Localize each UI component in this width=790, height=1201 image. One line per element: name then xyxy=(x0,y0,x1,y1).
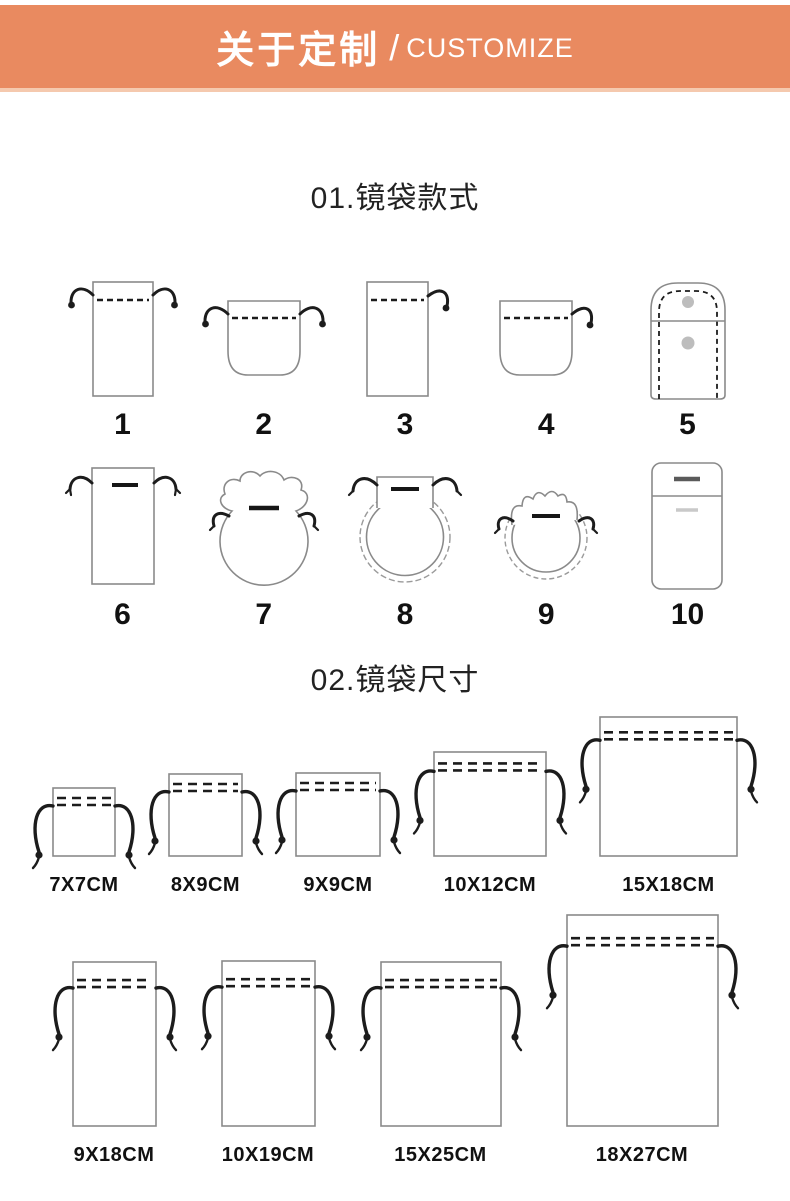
bag-style-7-figure xyxy=(198,458,330,594)
bag-style-6-number: 6 xyxy=(114,598,131,631)
banner-divider: / xyxy=(389,26,400,68)
bag-style-9-figure xyxy=(485,458,607,594)
bag-style-10: 10 xyxy=(620,458,755,632)
size-8x9-label: 8X9CM xyxy=(170,874,241,896)
size-10x19: 10X19CM xyxy=(196,958,341,1170)
bag-style-4-figure xyxy=(488,274,604,404)
size-9x9-label: 9X9CM xyxy=(303,874,373,896)
size-9x18-label: 9X18CM xyxy=(73,1144,155,1166)
bag-style-2: 2 xyxy=(196,274,331,442)
bag-style-5: 5 xyxy=(620,274,755,442)
size-8x9-figure xyxy=(147,773,264,857)
size-15x18: 15X18CM xyxy=(574,714,763,900)
drawstring-bag-tall-icon xyxy=(67,281,178,397)
size-15x25: 15X25CM xyxy=(355,959,527,1170)
bag-style-8-figure xyxy=(338,458,472,594)
bag-style-4: 4 xyxy=(479,274,614,442)
drawstring-bag-round-bottom-single-cord-icon xyxy=(499,300,594,376)
bag-style-3-number: 3 xyxy=(396,408,414,441)
size-10x19-figure xyxy=(200,960,336,1127)
size-18x27: 18X27CM xyxy=(541,912,744,1170)
bag-style-7: 7 xyxy=(196,458,331,632)
bag-styles-row-2: 6 7 xyxy=(0,458,790,632)
bag-style-10-number: 10 xyxy=(670,598,705,631)
bag-sizes-row-1: 7X7CM 8X9CM 9X9CM 10X12CM 15X18CM xyxy=(0,714,790,900)
size-10x12-figure xyxy=(412,751,568,857)
size-9x9-figure xyxy=(274,772,402,857)
size-9x9: 9X9CM xyxy=(270,770,406,900)
bag-style-2-figure xyxy=(200,274,328,404)
round-pouch-scalloped-ring-icon xyxy=(347,476,463,583)
section-sizes-title: 02.镜袋尺寸 xyxy=(310,664,480,697)
bag-style-1-number: 1 xyxy=(114,408,131,441)
size-15x25-label: 15X25CM xyxy=(394,1144,487,1166)
banner-title-chinese: 关于定制 xyxy=(216,30,381,72)
bag-style-8-number: 8 xyxy=(396,598,414,631)
bag-style-1: 1 xyxy=(55,274,190,442)
round-pouch-scalloped-top-icon xyxy=(494,490,599,580)
bag-style-9: 9 xyxy=(479,458,614,632)
flat-bag-side-cords-icon xyxy=(64,467,181,585)
customize-banner: 关于定制 / CUSTOMIZE xyxy=(0,5,790,92)
size-10x12-label: 10X12CM xyxy=(443,874,537,896)
bag-style-3-figure xyxy=(355,274,455,404)
bag-style-3: 3 xyxy=(338,274,473,442)
size-15x18-figure xyxy=(578,716,759,857)
bag-style-4-number: 4 xyxy=(537,408,555,441)
size-18x27-figure xyxy=(545,914,739,1127)
bag-style-5-number: 5 xyxy=(679,408,696,441)
bag-style-2-number: 2 xyxy=(255,408,273,441)
drawstring-bag-tall-single-cord-icon xyxy=(366,281,450,397)
round-pouch-ruffled-top-icon xyxy=(208,470,319,586)
bag-style-7-number: 7 xyxy=(255,598,273,631)
size-15x25-figure xyxy=(359,961,522,1127)
bag-styles-row-1: 1 2 3 xyxy=(0,274,790,442)
size-9x18: 9X18CM xyxy=(47,959,182,1170)
snap-button-pouch-icon xyxy=(649,282,726,400)
glasses-case-icon xyxy=(650,462,723,590)
bag-style-10-figure xyxy=(642,458,734,594)
size-7x7-label: 7X7CM xyxy=(49,874,119,896)
size-10x12: 10X12CM xyxy=(408,749,572,900)
size-15x18-label: 15X18CM xyxy=(622,874,715,896)
bag-style-8: 8 xyxy=(338,458,473,632)
bag-style-6: 6 xyxy=(55,458,190,632)
bag-style-6-figure xyxy=(63,458,183,594)
bag-style-5-figure xyxy=(642,274,734,404)
bag-sizes-row-2: 9X18CM 10X19CM 15X25CM 18X27CM xyxy=(0,912,790,1170)
bag-style-9-number: 9 xyxy=(537,598,555,631)
size-7x7-figure xyxy=(31,787,137,870)
banner-title-english: CUSTOMIZE xyxy=(406,33,574,63)
size-7x7: 7X7CM xyxy=(27,785,141,900)
size-10x19-label: 10X19CM xyxy=(221,1144,315,1166)
size-18x27-label: 18X27CM xyxy=(595,1144,689,1166)
bag-style-1-figure xyxy=(67,274,179,404)
drawstring-bag-round-bottom-icon xyxy=(201,300,326,376)
section-styles-title: 01.镜袋款式 xyxy=(310,182,480,215)
size-9x18-figure xyxy=(51,961,177,1127)
size-8x9: 8X9CM xyxy=(143,771,268,900)
